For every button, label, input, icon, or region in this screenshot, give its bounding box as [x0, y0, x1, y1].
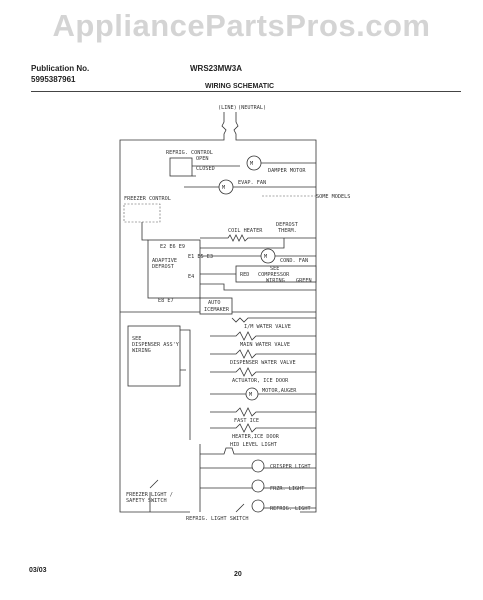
refrig-control-label: REFRIG. CONTROL [166, 150, 213, 156]
crisper-light-label: CRISPER LIGHT [270, 464, 311, 470]
damper-motor-label: DAMPER MOTOR [268, 168, 306, 174]
load-rows: I/M WATER VALVE MAIN WATER VALVE DISPENS… [210, 317, 316, 440]
icemaker-label: ICEMAKER [204, 307, 230, 313]
defrost-therm-label-2: THERM. [278, 228, 297, 234]
hid-level-light-label: HID LEVEL LIGHT [230, 442, 277, 448]
refrig-light-switch-label: REFRIG. LIGHT SWITCH [186, 516, 248, 522]
terminals-bottom: E8 E7 [158, 298, 174, 304]
open-label: OPEN [196, 156, 209, 162]
crisper-light-symbol [251, 459, 265, 473]
dispenser-assembly-box [127, 325, 181, 387]
line-label: (LINE) [218, 105, 237, 111]
evap-fan-m: M [222, 185, 225, 191]
compressor-label: COMPRESSOR [258, 272, 290, 278]
defrost-therm-label-1: DEFROST [276, 222, 298, 228]
terminals-top: E2 E6 E9 [160, 244, 185, 250]
publication-label: Publication No. [31, 64, 90, 73]
defrost-label: DEFROST [152, 264, 174, 270]
line-wire [119, 112, 227, 513]
freezer-control-box [123, 203, 161, 223]
neutral-wire [233, 112, 317, 513]
cond-fan-label: COND. FAN [280, 258, 308, 264]
section-title: WIRING SCHEMATIC [205, 83, 275, 90]
green-label: GREEN [296, 278, 312, 284]
freezer-light-switch-label-2: SAFETY SWITCH [126, 498, 167, 504]
motor-auger-label: MOTOR,AUGER [262, 388, 297, 394]
refrig-control-switch [169, 157, 193, 177]
auto-label: AUTO [208, 300, 221, 306]
coil-heater-label: COIL HEATER [228, 228, 263, 234]
page-number: 20 [234, 571, 242, 578]
wiring-label: WIRING [266, 278, 285, 284]
cond-fan-m: M [264, 254, 267, 260]
light-rows: HID LEVEL LIGHT CRISPER LIGHT FRZR. LIGH… [199, 442, 316, 513]
model-number: WRS23MW3A [190, 64, 243, 73]
freezer-light-switch-label-1: FREEZER LIGHT / [126, 492, 173, 498]
coil-heater-resistor [200, 234, 316, 242]
dispenser-water-valve-label: DISPENSER WATER VALVE [230, 360, 296, 366]
freezer-control-label: FREEZER CONTROL [124, 196, 171, 202]
site-title-watermark: AppliancePartsPros.com [52, 8, 431, 43]
closed-label: CLOSED [196, 166, 215, 172]
adaptive-defrost-board [147, 239, 201, 299]
refrig-light-symbol [251, 499, 265, 513]
im-water-valve-label: I/M WATER VALVE [244, 324, 291, 330]
refrig-light-switch [235, 503, 245, 513]
refrig-light-label: REFRIG. LIGHT [270, 506, 311, 512]
publication-number: 5995387961 [31, 75, 76, 84]
terminals-mid: E1 E5 E3 [188, 254, 213, 260]
auto-icemaker-box [199, 297, 233, 315]
evap-fan-label: EVAP. FAN [238, 180, 266, 186]
dispenser-see: SEE [132, 336, 141, 342]
fast-ice-label: FAST ICE [234, 418, 259, 424]
see-label: SEE [270, 266, 279, 272]
heater-ice-door-label: HEATER,ICE DOOR [232, 434, 280, 440]
header-rule [31, 91, 461, 92]
freezer-light-switch [149, 479, 159, 512]
dispenser-wiring: WIRING [132, 348, 151, 354]
actuator-ice-door-label: ACTUATOR, ICE DOOR [232, 378, 289, 384]
frzr-light-symbol [251, 479, 265, 493]
auger-motor-m: M [249, 392, 252, 398]
damper-motor-m: M [250, 161, 253, 167]
red-label: RED [240, 272, 249, 278]
main-water-valve-label: MAIN WATER VALVE [240, 342, 290, 348]
footer-date: 03/03 [29, 567, 47, 574]
some-models-label: SOME MODELS [316, 194, 350, 200]
frzr-light-label: FRZR. LIGHT [270, 486, 304, 492]
neutral-label: (NEUTRAL) [238, 105, 266, 111]
adaptive-label: ADAPTIVE [152, 258, 177, 264]
dispenser-assy: DISPENSER ASS'Y [132, 342, 180, 348]
terminal-e4: E4 [188, 274, 194, 280]
